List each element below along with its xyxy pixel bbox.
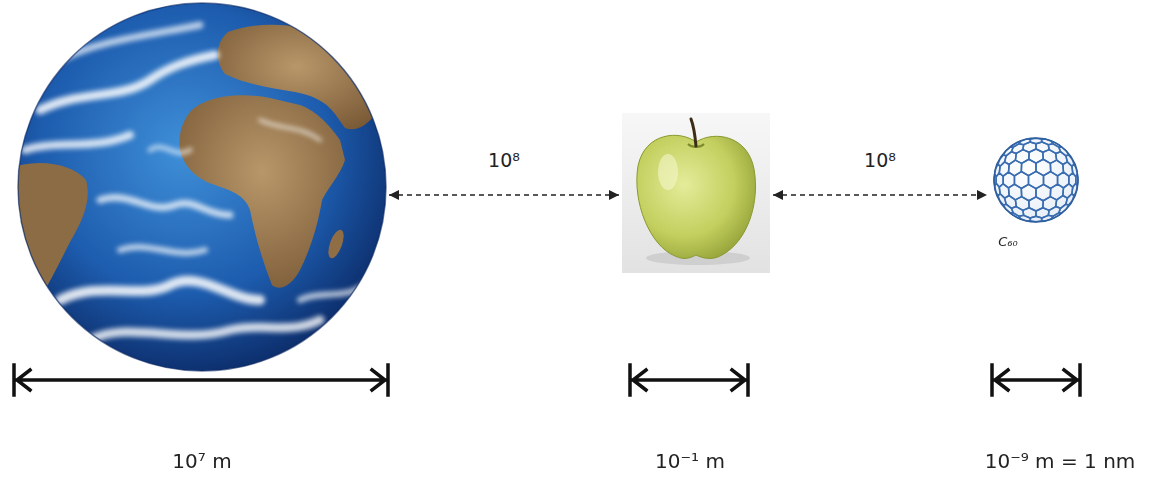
- c60-cage: [994, 138, 1078, 221]
- earth-node: 10⁷ m: [18, 3, 386, 371]
- apple-photo-ground: [622, 113, 770, 273]
- c60-picture: [994, 138, 1078, 222]
- carbon-ring: [1005, 152, 1017, 165]
- apple-node: 10⁻¹ m: [622, 113, 770, 273]
- c60-sphere: [994, 138, 1078, 222]
- apple-stem: [691, 119, 696, 146]
- carbon-ring: [1005, 196, 1017, 209]
- apple-size-bracket: [630, 365, 748, 395]
- apple-body: [637, 135, 756, 258]
- south-america: [10, 163, 88, 298]
- scale-arrow: [389, 194, 619, 196]
- molecule-name: C₆₀: [998, 234, 1018, 250]
- earth-surface: [10, 25, 376, 340]
- c60-size-bracket: [992, 365, 1080, 395]
- size-label: 10⁻¹ m: [655, 449, 725, 473]
- c60-node: C₆₀10⁻⁹ m = 1 nm: [990, 138, 1082, 222]
- apple-picture: [622, 113, 770, 273]
- africa: [179, 95, 345, 287]
- eurasia: [218, 25, 376, 130]
- scale-factor: 10⁸: [861, 149, 899, 172]
- dimension-brackets: [14, 365, 1080, 395]
- scale-factor: 10⁸: [485, 149, 523, 172]
- earth-rim: [18, 3, 386, 371]
- size-label: 10⁷ m: [172, 449, 231, 473]
- apple-highlight: [658, 154, 678, 190]
- earth-picture: [10, 3, 386, 371]
- c60-rim: [994, 138, 1078, 222]
- scale-arrow: [773, 194, 987, 196]
- madagascar: [325, 228, 347, 260]
- earth-size-bracket: [14, 365, 388, 395]
- size-label: 10⁻⁹ m = 1 nm: [985, 449, 1136, 473]
- clouds: [25, 25, 365, 340]
